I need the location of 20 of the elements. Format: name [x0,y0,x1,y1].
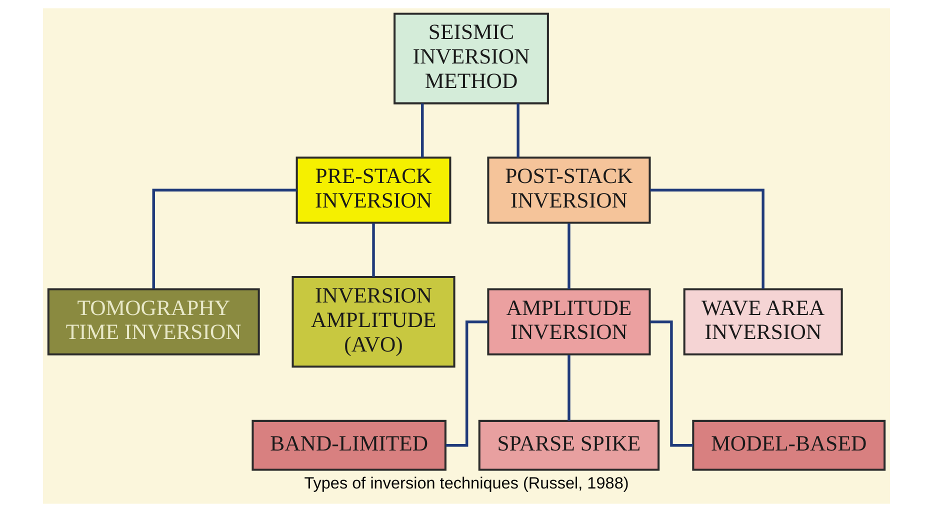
node-box: WAVE AREA INVERSION [683,288,843,356]
connector [568,354,570,421]
node-box: SPARSE SPIKE [478,420,660,471]
node-box: SEISMIC INVERSION METHOD [394,12,549,104]
caption: Types of inversion techniques (Russel, 1988) [304,474,629,492]
node-box: POST-STACK INVERSION [487,156,651,224]
connector [421,103,424,158]
node-box: AMPLITUDE INVERSION [487,288,651,356]
node-box: TOMOGRAPHY TIME INVERSION [47,288,260,356]
connector [568,223,570,290]
node-box: BAND-LIMITED [252,420,446,471]
node-box: PRE-STACK INVERSION [296,156,452,224]
connector [650,188,764,289]
connector [516,103,520,158]
connector [372,223,375,277]
connector [152,188,297,289]
connector [650,320,693,447]
node-box: INVERSION AMPLITUDE (AVO) [292,276,456,368]
connector [446,320,488,447]
node-box: MODEL-BASED [692,420,886,471]
